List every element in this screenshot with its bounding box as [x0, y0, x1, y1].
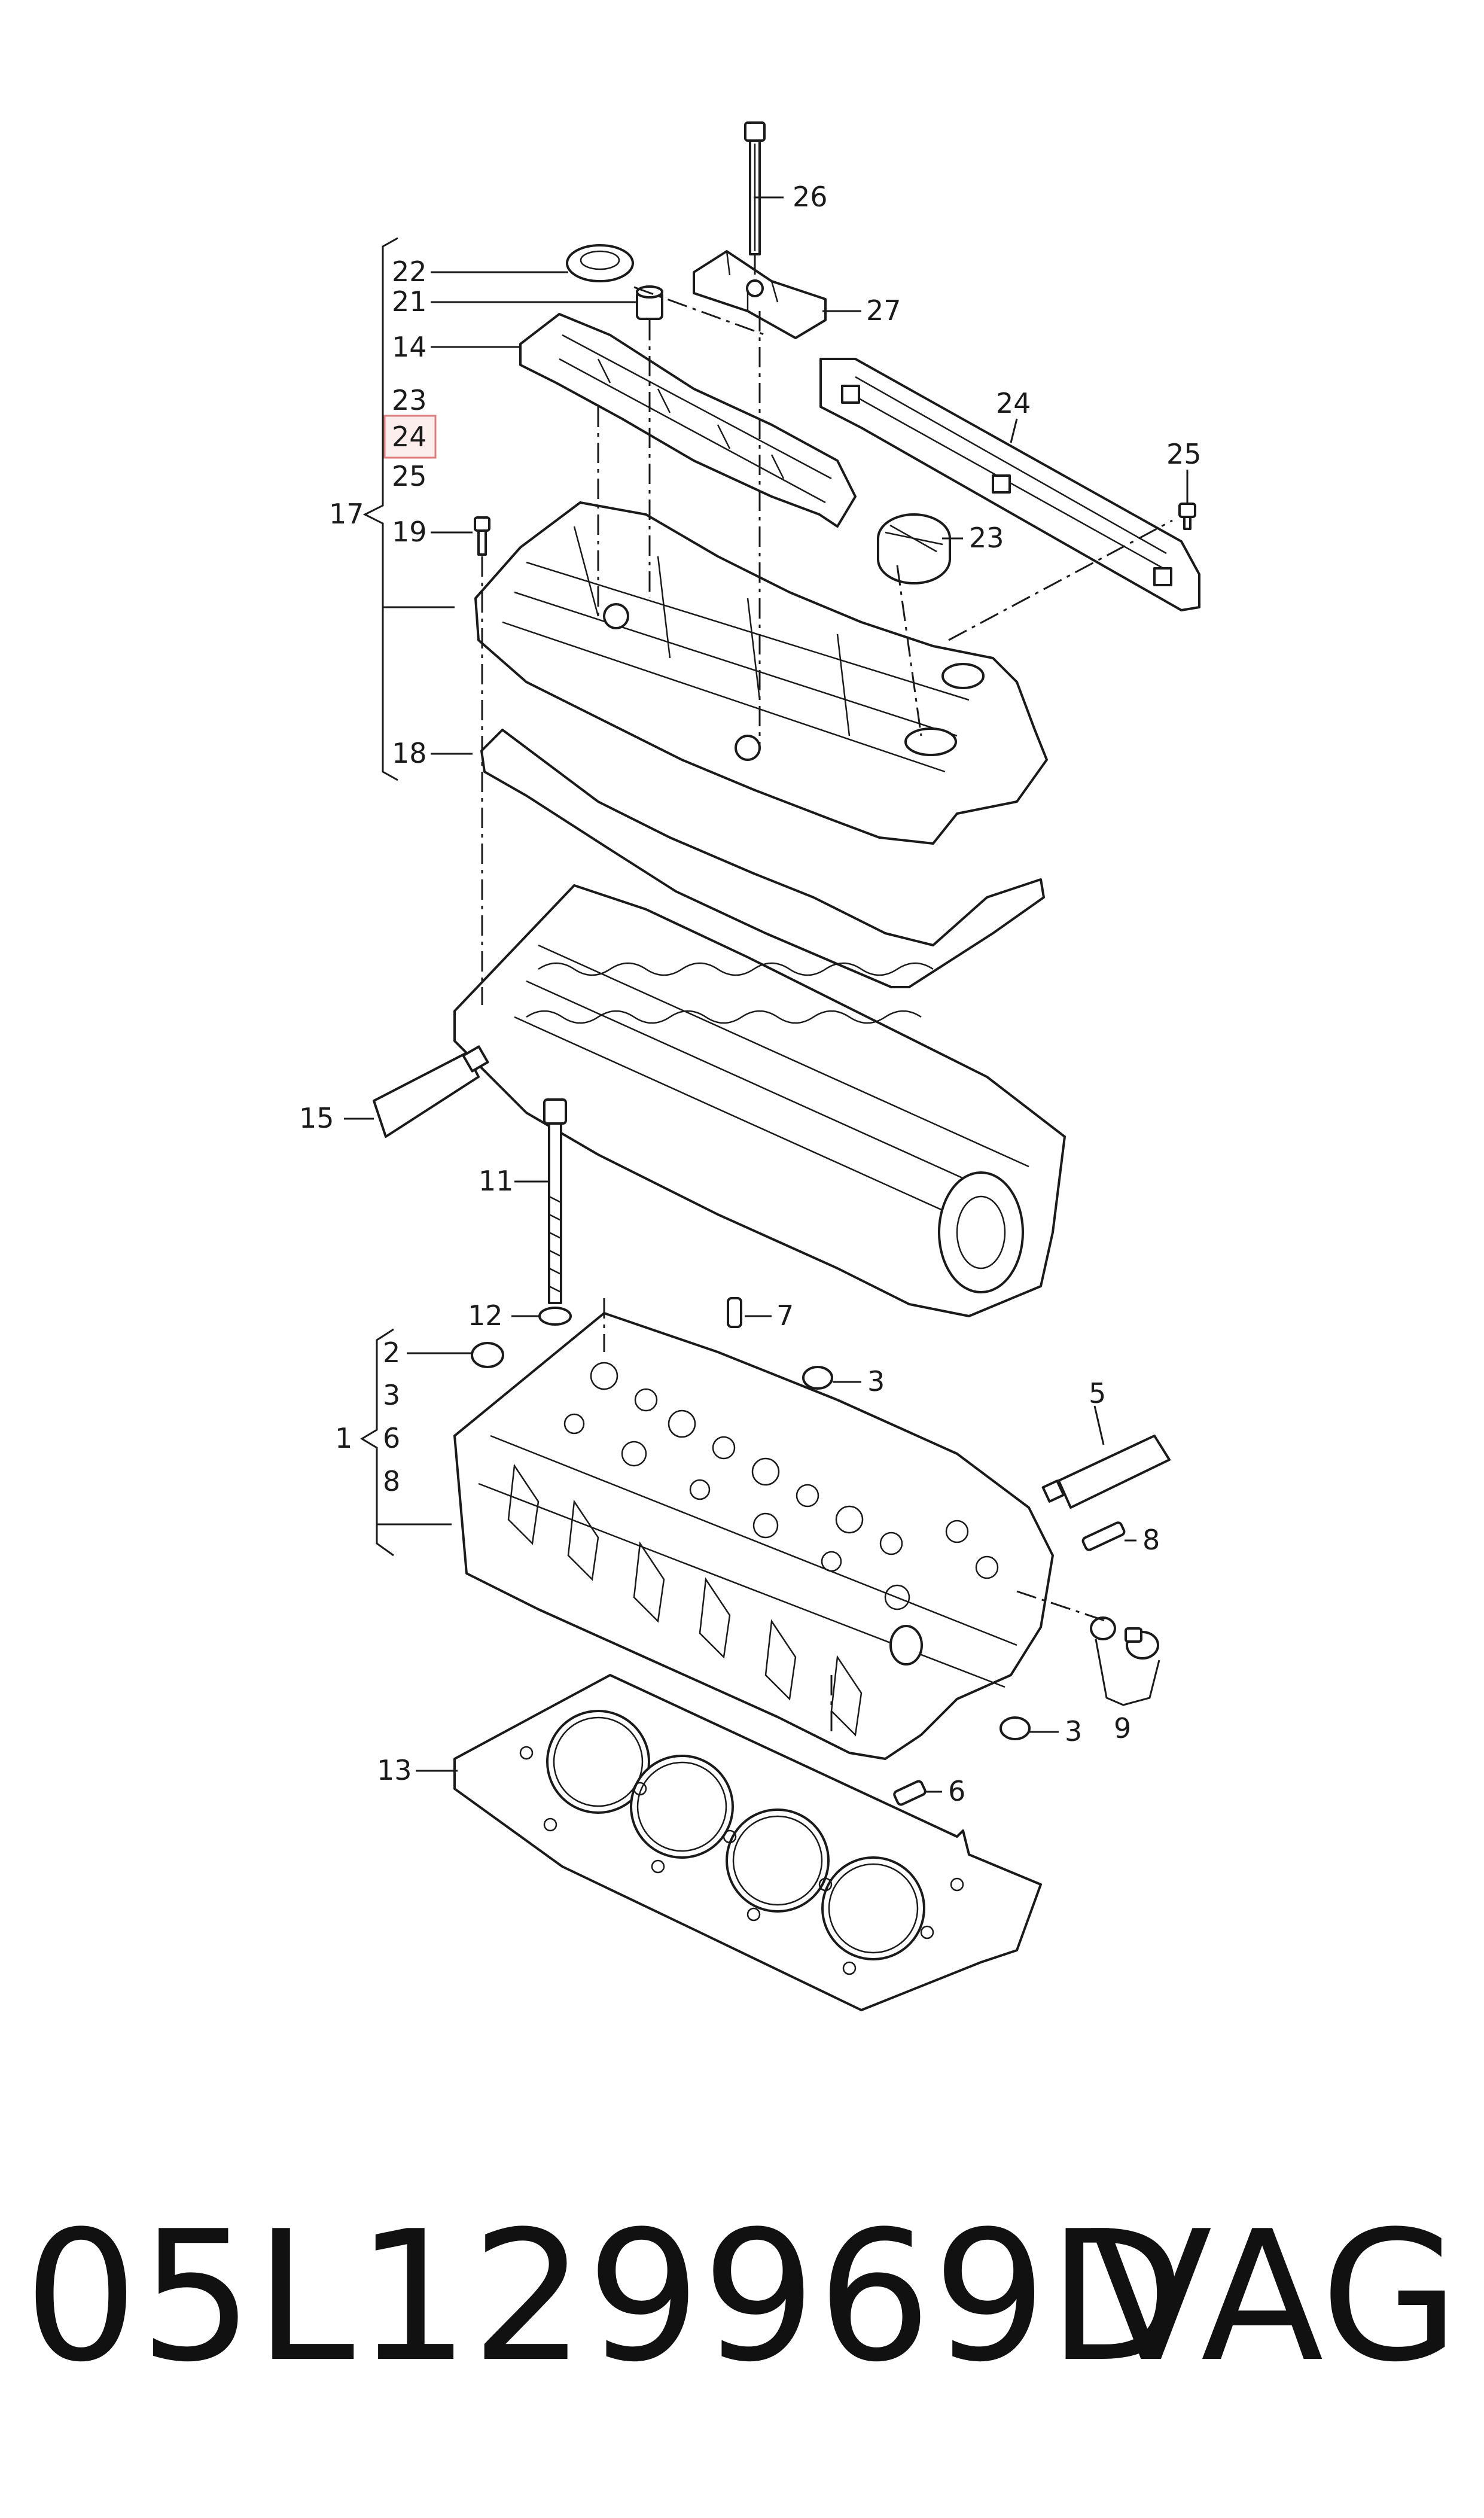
- callout-6-dowel: 6: [948, 1775, 965, 1807]
- seal-22: [566, 244, 634, 282]
- callout-23-cap: 23: [969, 522, 1004, 554]
- sealant-tube-15: [373, 1045, 489, 1138]
- bracket-27: [693, 250, 827, 339]
- callout-9: 9: [1114, 1712, 1131, 1744]
- callout-24-rail: 24: [996, 387, 1031, 419]
- callout-6-list: 6: [383, 1422, 400, 1454]
- seal-2: [471, 1342, 504, 1368]
- head-bolt-11: [543, 1098, 567, 1304]
- assembly-line-cap-to-rail: [948, 519, 1173, 641]
- cylinder-head: [453, 1312, 1054, 1760]
- callout-21: 21: [392, 285, 427, 318]
- callout-3-lower: 3: [1065, 1715, 1082, 1747]
- dowel-7: [727, 1297, 742, 1328]
- callout-25-bolt: 25: [1166, 438, 1202, 470]
- part-number: 05L129969D: [24, 2193, 1188, 2401]
- bracket-17: [362, 237, 398, 781]
- callout-3-list: 3: [383, 1379, 400, 1411]
- callout-8-list: 8: [383, 1465, 400, 1497]
- callout-24-list: 24: [392, 421, 427, 453]
- callout-14: 14: [392, 331, 427, 363]
- plug-21: [636, 285, 663, 320]
- cap-23: [877, 513, 951, 584]
- callout-18: 18: [392, 737, 427, 769]
- footer: 05L129969D VAG: [24, 2208, 1459, 2387]
- bracket-1: [360, 1328, 394, 1557]
- callout-11: 11: [479, 1165, 514, 1197]
- callout-26: 26: [793, 181, 828, 213]
- bolt-19: [474, 516, 490, 556]
- callout-5: 5: [1089, 1377, 1106, 1409]
- rail-24: [819, 358, 1200, 611]
- seal-3-upper: [802, 1366, 833, 1390]
- sealant-tube-5: [1041, 1435, 1171, 1509]
- callout-8-stud: 8: [1142, 1524, 1160, 1556]
- stud-8: [1081, 1521, 1126, 1551]
- frame-14: [519, 313, 857, 528]
- callout-7: 7: [776, 1299, 794, 1332]
- seal-9a: [1090, 1616, 1116, 1640]
- bracket-9: [1095, 1639, 1160, 1706]
- seal-3-lower: [1000, 1716, 1031, 1740]
- callout-3-upper: 3: [867, 1365, 885, 1397]
- bolt-26: [744, 121, 766, 255]
- valve-cover: [474, 501, 1048, 845]
- assembly-line-seal22: [633, 286, 766, 336]
- assembly-line-cap23: [896, 565, 922, 736]
- assembly-line-plug9: [1016, 1590, 1107, 1622]
- camshaft-housing: [453, 884, 1066, 1317]
- dowel-6: [893, 1780, 927, 1806]
- callout-13: 13: [377, 1754, 412, 1786]
- callout-1: 1: [335, 1422, 352, 1454]
- washer-12: [538, 1307, 572, 1326]
- callout-19: 19: [392, 516, 427, 548]
- callout-2: 2: [383, 1336, 400, 1369]
- plug-9b: [1125, 1627, 1159, 1660]
- callout-15: 15: [299, 1102, 334, 1134]
- gasket-18: [480, 729, 1045, 988]
- callout-17: 17: [329, 498, 364, 530]
- bolt-25: [1178, 503, 1196, 530]
- callout-22: 22: [392, 255, 427, 288]
- callout-25-list: 25: [392, 460, 427, 492]
- highlight-box-24: [383, 415, 437, 459]
- brand-label: VAG: [1089, 2193, 1459, 2401]
- callout-23-list: 23: [392, 384, 427, 416]
- callout-12: 12: [468, 1299, 503, 1332]
- callout-27: 27: [866, 294, 901, 327]
- head-gasket-13: [453, 1674, 1042, 2011]
